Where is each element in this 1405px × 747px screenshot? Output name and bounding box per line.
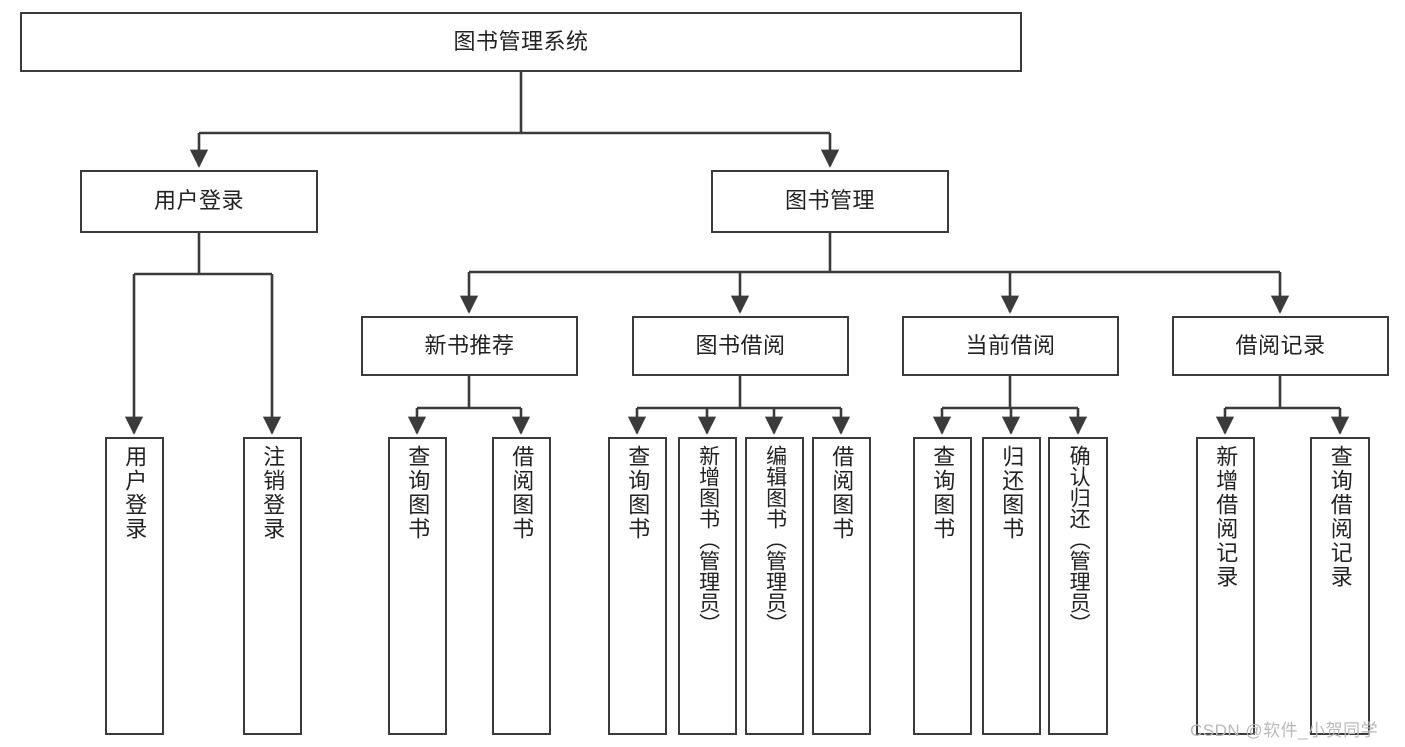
node-label: 查询图书 [405,445,431,541]
node-label: 确认归还（管理员） [1067,445,1091,634]
node-new-book-recommend[interactable]: 新书推荐 [361,316,578,376]
leaf-book-borrow-add[interactable]: 新增图书（管理员） [678,437,737,735]
node-label: 注销登录 [260,445,286,541]
node-label: 新增借阅记录 [1213,445,1239,589]
node-label: 图书借阅 [695,332,786,358]
leaf-record-add[interactable]: 新增借阅记录 [1196,437,1255,735]
node-root-system[interactable]: 图书管理系统 [20,12,1022,72]
node-label: 借阅图书 [509,445,535,541]
node-label: 新书推荐 [424,332,515,358]
node-label: 借阅图书 [829,445,855,541]
csdn-watermark: CSDN @软件_小贺同学 [1190,721,1379,740]
leaf-user-login-logout[interactable]: 注销登录 [243,437,302,735]
leaf-new-book-query[interactable]: 查询图书 [388,437,447,735]
node-label: 图书管理系统 [453,28,589,54]
node-label: 图书管理 [784,188,875,214]
node-label: 借阅记录 [1235,332,1326,358]
node-book-borrow[interactable]: 图书借阅 [632,316,849,376]
node-label: 查询图书 [625,445,651,541]
node-label: 用户登录 [153,188,244,214]
node-label: 用户登录 [122,445,148,541]
node-user-login[interactable]: 用户登录 [80,170,318,233]
leaf-current-return[interactable]: 归还图书 [982,437,1041,735]
node-label: 查询图书 [930,445,956,541]
leaf-current-query[interactable]: 查询图书 [913,437,972,735]
leaf-record-query[interactable]: 查询借阅记录 [1310,437,1370,735]
node-label: 编辑图书（管理员） [763,445,787,634]
node-current-borrow[interactable]: 当前借阅 [902,316,1119,376]
leaf-book-borrow-borrow[interactable]: 借阅图书 [812,437,871,735]
leaf-book-borrow-query[interactable]: 查询图书 [608,437,667,735]
node-label: 查询借阅记录 [1327,445,1353,589]
leaf-current-confirm-return[interactable]: 确认归还（管理员） [1048,437,1108,735]
leaf-book-borrow-edit[interactable]: 编辑图书（管理员） [745,437,804,735]
leaf-user-login-login[interactable]: 用户登录 [105,437,164,735]
node-label: 新增图书（管理员） [696,445,720,634]
node-borrow-record[interactable]: 借阅记录 [1172,316,1389,376]
node-label: 归还图书 [999,445,1025,541]
node-label: 当前借阅 [965,332,1056,358]
leaf-new-book-borrow[interactable]: 借阅图书 [492,437,551,735]
node-book-management[interactable]: 图书管理 [711,170,949,233]
